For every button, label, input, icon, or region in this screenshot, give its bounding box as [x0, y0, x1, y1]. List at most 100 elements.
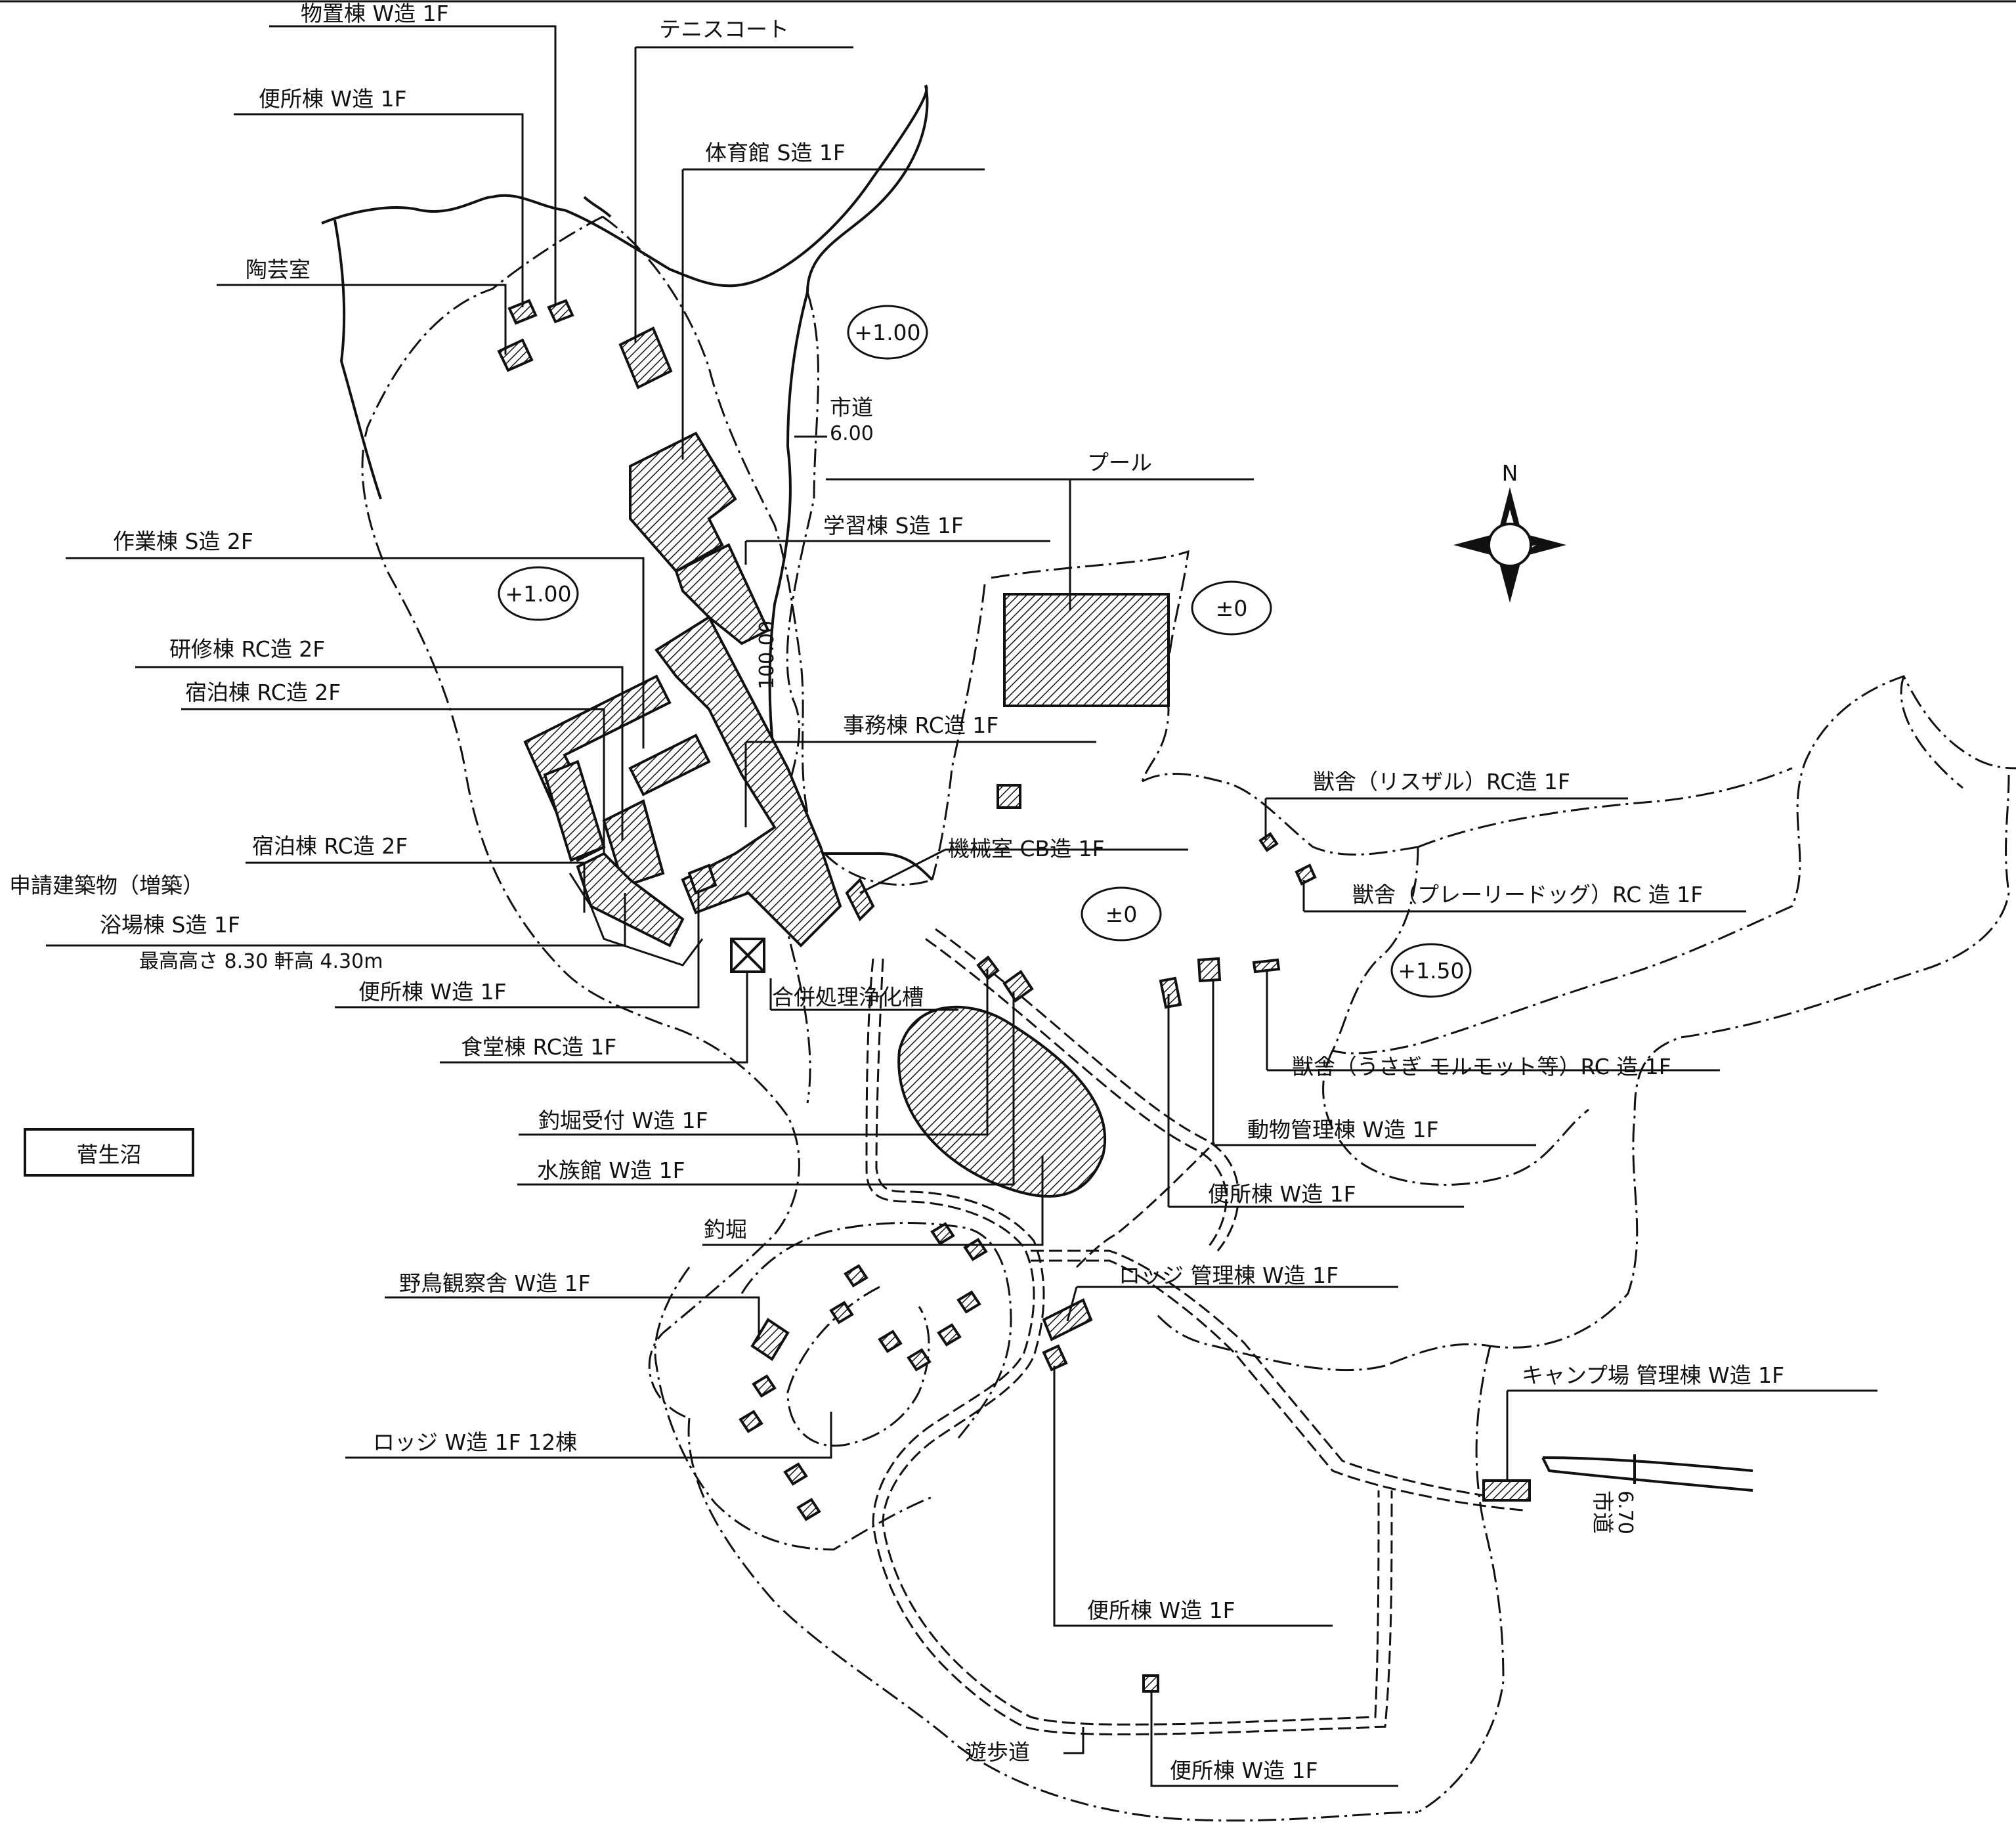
level-marker-c [1191, 580, 1272, 636]
lodge-2 [963, 1238, 988, 1261]
label-sagyo: 作業棟 S造 2F [113, 529, 253, 554]
label-benjo1: 便所棟 W造 1F [259, 86, 407, 112]
label-shidou-right-width: 6.70 [1614, 1490, 1637, 1534]
building-camp [1482, 1479, 1531, 1502]
label-height: 最高高さ 8.30 軒高 4.30m [139, 950, 383, 973]
label-benjo2: 便所棟 W造 1F [358, 979, 507, 1005]
building-benjo-lodge [1042, 1344, 1068, 1372]
building-suizokukan [1002, 970, 1034, 1003]
building-benjo5 [1142, 1674, 1159, 1693]
site-boundary [361, 215, 2016, 1822]
label-taiikukan: 体育館 S造 1F [705, 140, 846, 165]
label-monooki: 物置棟 W造 1F [301, 1, 449, 26]
building-tsuribori-uke [976, 955, 1000, 980]
label-tsuribori: 釣堀 [704, 1217, 747, 1242]
label-dobutsu: 動物管理棟 W造 1F [1247, 1117, 1439, 1142]
level-b: +1.00 [505, 581, 571, 607]
lodge-5 [956, 1290, 981, 1314]
label-jimu: 事務棟 RC造 1F [843, 712, 998, 738]
label-benjo5: 便所棟 W造 1F [1170, 1758, 1318, 1783]
lodge-4 [829, 1301, 854, 1324]
level-d: ±0 [1105, 901, 1138, 927]
building-juusha-usagi [1252, 958, 1281, 974]
lodge-3 [844, 1264, 869, 1288]
level-e: +1.50 [1398, 958, 1464, 984]
label-shidou-top-width: 6.00 [830, 422, 874, 445]
building-benjo3 [1197, 957, 1222, 983]
building-taiikukan [629, 431, 737, 573]
label-camp: キャンプ場 管理棟 W造 1F [1522, 1362, 1784, 1388]
building-yacho [750, 1318, 790, 1361]
label-shukuhaku2: 宿泊棟 RC造 2F [252, 833, 408, 859]
lodge-11 [783, 1462, 808, 1486]
building-gakushu [674, 543, 770, 645]
label-yacho: 野鳥観察舎 W造 1F [399, 1270, 591, 1296]
lodge-8 [907, 1348, 932, 1372]
pool [1003, 593, 1170, 707]
gappei-tank [730, 938, 765, 973]
north-arrow-icon [1453, 487, 1566, 603]
footpaths [865, 928, 1524, 1736]
label-juusha-usagi: 獣舎（うさぎ モルモット等）RC 造 1F [1292, 1054, 1671, 1079]
label-lodge-kanri: ロッジ 管理棟 W造 1F [1119, 1263, 1339, 1288]
label-benjo3: 便所棟 W造 1F [1208, 1181, 1356, 1207]
lodge-9 [752, 1374, 777, 1398]
level-c: ±0 [1216, 596, 1248, 621]
lodge-12 [796, 1498, 821, 1521]
level-marker-b [498, 566, 579, 621]
building-sagyo [628, 733, 711, 796]
label-kikai: 機械室 CB造 1F [948, 836, 1105, 861]
level-marker-e [1390, 943, 1472, 998]
label-juusha-risuzaru: 獣舎（リスザル）RC造 1F [1313, 769, 1570, 794]
label-kenshu: 研修棟 RC造 2F [169, 636, 325, 662]
buildings [497, 299, 1531, 1693]
label-benjo4: 便所棟 W造 1F [1087, 1597, 1235, 1623]
building-kenshu [543, 760, 606, 862]
tsuribori-pond [897, 1005, 1107, 1198]
label-lodge: ロッジ W造 1F 12棟 [373, 1429, 577, 1455]
right-city-road [1541, 1454, 1753, 1492]
label-yuhodo: 遊歩道 [965, 1739, 1030, 1765]
river-lines [321, 84, 933, 881]
label-tsuribori-uke: 釣堀受付 W造 1F [538, 1108, 708, 1133]
building-yokuba [576, 852, 685, 947]
level-marker-a [847, 305, 928, 360]
label-shidou-top: 市道 [830, 395, 873, 420]
label-tougei: 陶芸室 [246, 257, 311, 282]
label-shinsei: 申請建築物（増築） [9, 873, 204, 898]
building-juusha-risuzaru [1258, 832, 1279, 852]
building-jimu [997, 784, 1021, 809]
lodge-7 [937, 1323, 962, 1347]
building-kikai [845, 877, 875, 922]
building-benjo2 [687, 863, 718, 895]
labels: 物置棟 W造 1F テニスコート 便所棟 W造 1F 体育館 S造 1F 陶芸室… [9, 1, 1784, 1783]
label-gakushu: 学習棟 S造 1F [823, 513, 964, 538]
lodge-10 [739, 1410, 763, 1433]
label-tennis: テニスコート [659, 16, 789, 42]
building-shukuhaku2 [602, 799, 665, 888]
level-markers [498, 305, 1472, 998]
label-shidou-right: 市道 [1590, 1490, 1616, 1534]
label-road-length: 100.00 [756, 620, 779, 689]
building-tennis [618, 326, 673, 389]
building-dobutsu [1159, 976, 1182, 1009]
level-marker-d [1081, 886, 1162, 942]
level-a: +1.00 [854, 320, 920, 345]
lodge-1 [930, 1222, 955, 1246]
building-main-block [654, 615, 842, 947]
leader-lines [46, 25, 1877, 1787]
label-suizokukan: 水族館 W造 1F [537, 1158, 685, 1183]
label-north: N [1502, 460, 1518, 486]
label-juusha-prairie: 獣舎（プレーリードッグ）RC 造 1F [1352, 882, 1703, 907]
label-pool: プール [1087, 450, 1152, 475]
label-shukuhaku1: 宿泊棟 RC造 2F [185, 680, 341, 705]
building-tougei [497, 338, 534, 372]
label-gappei: 合併処理浄化槽 [772, 984, 924, 1010]
building-monooki [547, 299, 574, 324]
lodge-6 [878, 1330, 903, 1353]
label-yokuba: 浴場棟 S造 1F [100, 912, 240, 938]
sugonuma-box [24, 1128, 194, 1177]
label-sugonuma: 菅生沼 [77, 1142, 142, 1167]
label-shokudo: 食堂棟 RC造 1F [461, 1034, 616, 1060]
